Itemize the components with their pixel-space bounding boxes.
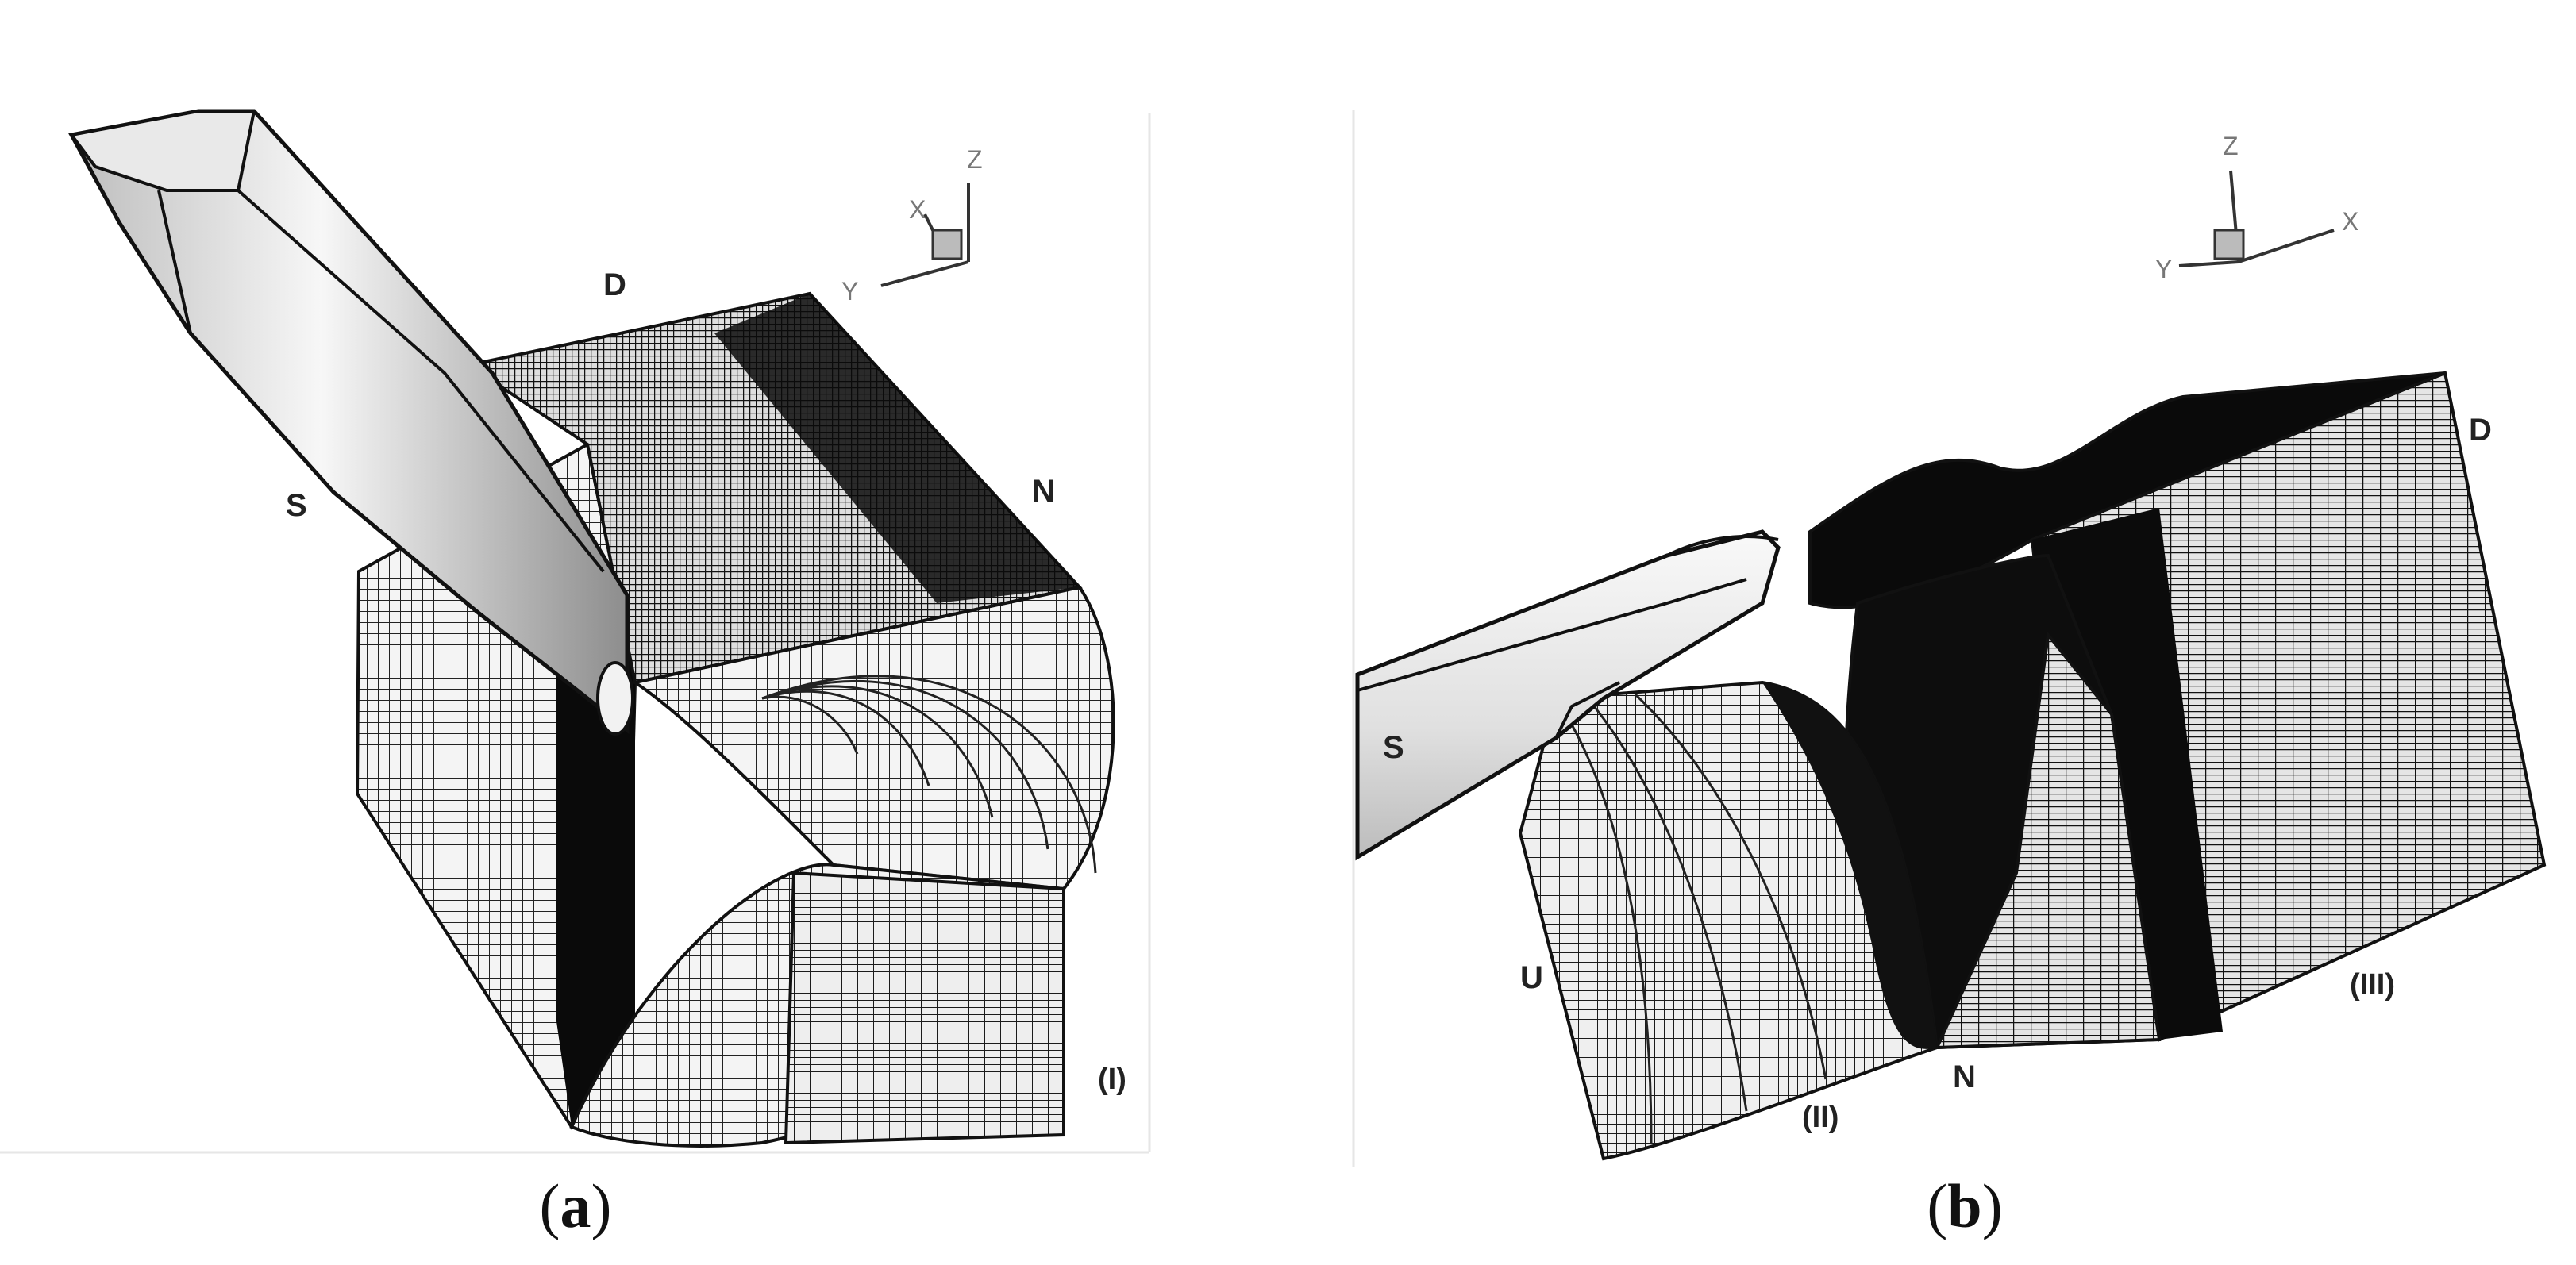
region-label-s: S bbox=[1383, 730, 1404, 765]
region-label-zone-i: (I) bbox=[1098, 1063, 1126, 1096]
mesh-dense-stripe bbox=[714, 294, 1080, 603]
region-label-d: D bbox=[2469, 413, 2492, 448]
panel-b-figure: Z X Y S D U N (II) (III) bbox=[1352, 110, 2547, 1167]
caption-b: (b) bbox=[1927, 1171, 2003, 1240]
mesh-arcs bbox=[761, 675, 1097, 874]
caption-a: (a) bbox=[539, 1171, 612, 1240]
axis-y-label: Y bbox=[2155, 255, 2172, 283]
mesh-cylinder-face bbox=[1934, 631, 2162, 1050]
region-label-s: S bbox=[286, 488, 307, 523]
axis-x-label: X bbox=[909, 195, 926, 224]
axis-z-label: Z bbox=[2223, 132, 2239, 160]
region-label-zone-ii: (II) bbox=[1802, 1101, 1839, 1134]
axis-x-label: X bbox=[2342, 207, 2358, 236]
panel-a: Z X Y D N S (I) (a) bbox=[0, 109, 1151, 1240]
mesh-radial-lines bbox=[1554, 693, 1827, 1144]
mesh-box-ii-shade bbox=[1762, 682, 1937, 1049]
axis-triad: Z X Y bbox=[841, 145, 983, 306]
region-label-n: N bbox=[1953, 1059, 1976, 1094]
region-label-zone-iii: (III) bbox=[2350, 968, 2395, 1002]
axis-triad: Z X Y bbox=[2155, 132, 2358, 283]
caption-b-label: b bbox=[1947, 1171, 1982, 1240]
region-label-n: N bbox=[1032, 474, 1055, 509]
panel-a-figure: Z X Y D N S (I) bbox=[0, 109, 1151, 1154]
caption-a-label: a bbox=[560, 1171, 591, 1240]
ship-hull bbox=[1355, 529, 1781, 861]
axis-y-label: Y bbox=[841, 277, 858, 306]
region-label-d: D bbox=[603, 267, 626, 302]
mesh-inner-block bbox=[784, 871, 1065, 1145]
region-label-u: U bbox=[1520, 960, 1543, 995]
ship-hull bbox=[68, 109, 634, 736]
axis-z-label: Z bbox=[967, 145, 983, 174]
panel-b: Z X Y S D U N (II) (III) (b) bbox=[1350, 0, 2576, 1265]
